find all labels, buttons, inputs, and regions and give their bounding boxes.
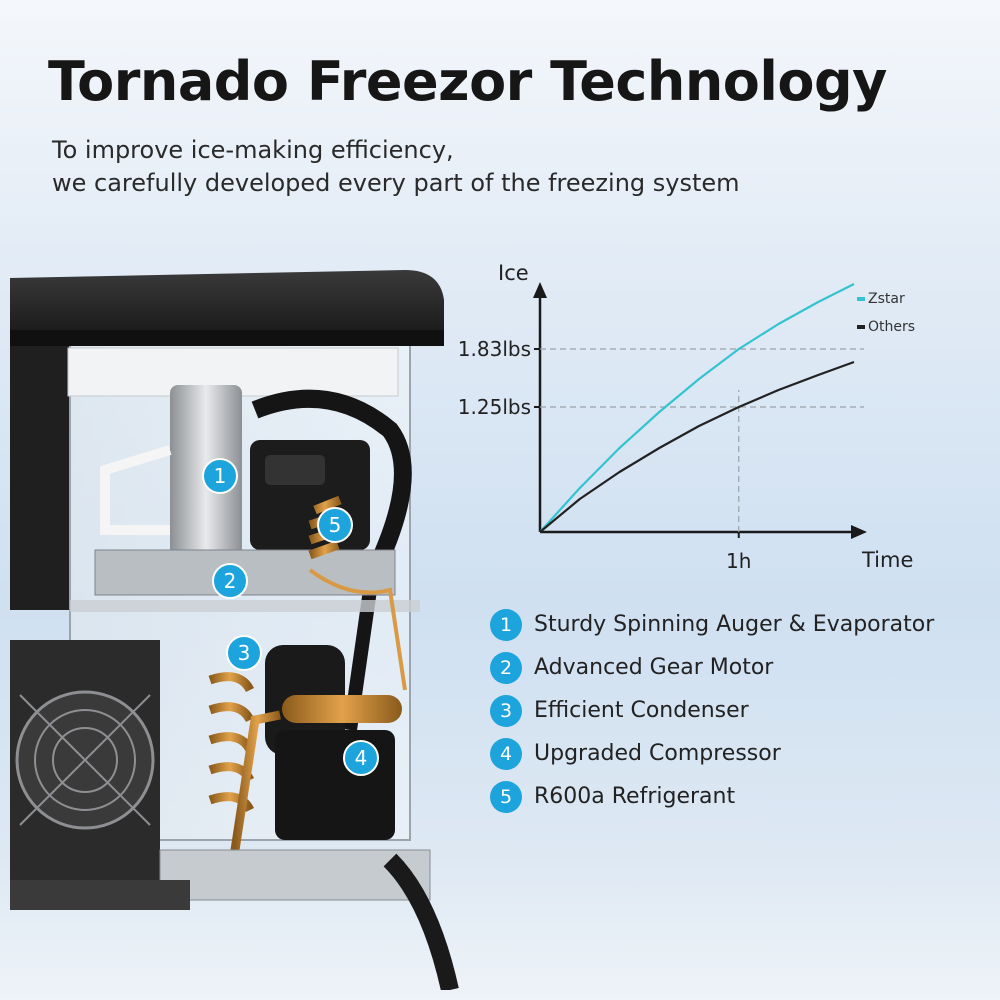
infographic-frame: Tornado Freezor Technology To improve ic… — [10, 10, 990, 990]
x-tick-label: 1h — [726, 549, 751, 573]
ice-output-line-chart: Ice Time Zstar Others 1.25lbs 1.83lbs 1h — [458, 261, 915, 573]
series-line-others — [539, 360, 855, 533]
callout-2-marker: 2 — [212, 563, 248, 599]
y-axis-label: Ice — [498, 261, 529, 285]
subtitle-line-2: we carefully developed every part of the… — [52, 169, 740, 197]
x-axis-label: Time — [861, 548, 913, 572]
feature-number-badge: 1 — [490, 608, 522, 641]
feature-number-badge: 5 — [490, 780, 522, 813]
feature-number-badge: 2 — [490, 651, 522, 684]
page-subtitle: To improve ice-making efficiency, we car… — [52, 134, 740, 200]
callout-4-marker: 4 — [343, 740, 379, 776]
callout-5-marker: 5 — [317, 507, 353, 543]
x-axis-arrow-icon — [851, 525, 867, 539]
series-line-zstar — [539, 283, 855, 533]
feature-number-badge: 4 — [490, 737, 522, 770]
subtitle-line-1: To improve ice-making efficiency, — [52, 136, 454, 164]
legend-others-label: Others — [868, 319, 915, 335]
feature-label: Efficient Condenser — [534, 698, 749, 723]
feature-item: 4 Upgraded Compressor — [490, 732, 934, 775]
feature-list: 1 Sturdy Spinning Auger & Evaporator 2 A… — [490, 603, 934, 818]
feature-item: 2 Advanced Gear Motor — [490, 646, 934, 689]
feature-number-badge: 3 — [490, 694, 522, 727]
feature-item: 5 R600a Refrigerant — [490, 775, 934, 818]
y-tick-label: 1.25lbs — [458, 395, 531, 419]
feature-item: 1 Sturdy Spinning Auger & Evaporator — [490, 603, 934, 646]
callout-1-marker: 1 — [202, 458, 238, 494]
legend-zstar-label: Zstar — [868, 291, 905, 307]
y-tick-label: 1.83lbs — [458, 337, 531, 361]
page-title: Tornado Freezor Technology — [48, 50, 887, 113]
legend-zstar-swatch — [857, 297, 865, 301]
feature-item: 3 Efficient Condenser — [490, 689, 934, 732]
legend-others-swatch — [857, 325, 865, 329]
feature-label: Upgraded Compressor — [534, 741, 781, 766]
callout-3-marker: 3 — [226, 635, 262, 671]
feature-label: Advanced Gear Motor — [534, 655, 774, 680]
y-axis-arrow-icon — [533, 282, 547, 298]
feature-label: Sturdy Spinning Auger & Evaporator — [534, 612, 935, 637]
ice-maker-cutaway-illustration — [10, 270, 459, 990]
feature-label: R600a Refrigerant — [534, 784, 736, 809]
